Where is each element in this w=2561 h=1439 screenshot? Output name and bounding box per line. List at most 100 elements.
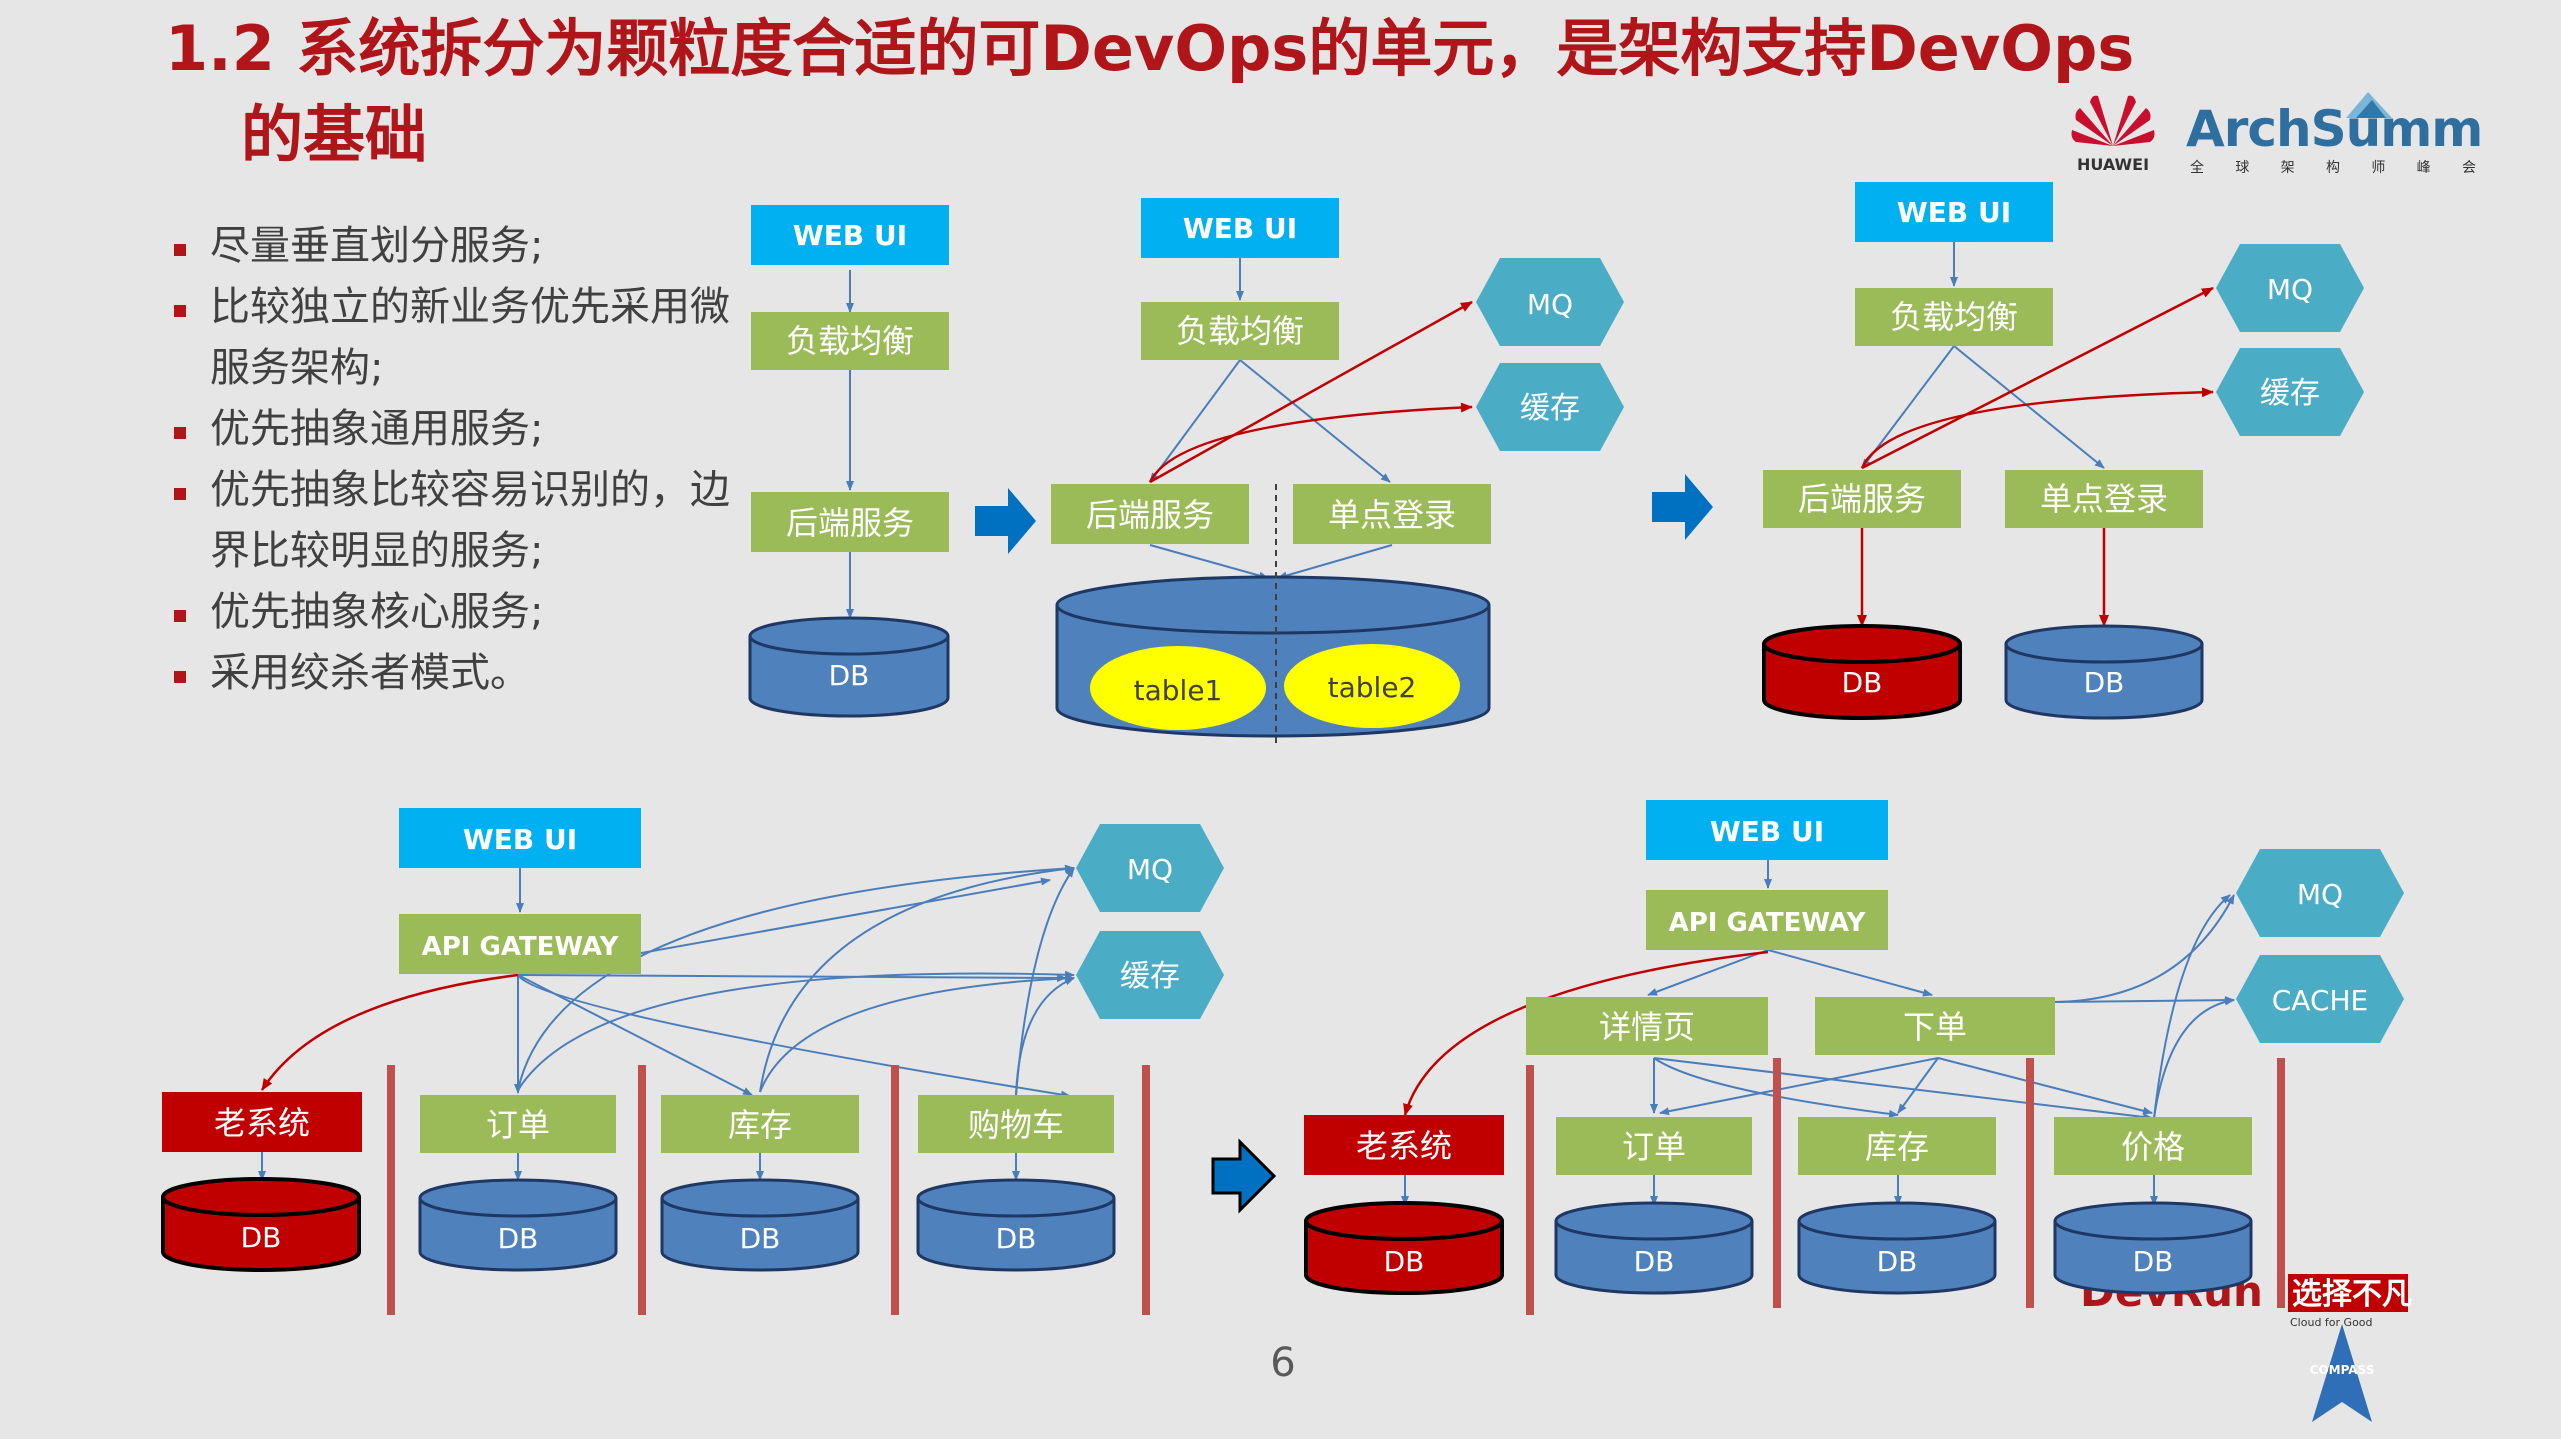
db-label: DB [1877, 1245, 1918, 1278]
price-service-box: 价格 [2054, 1117, 2252, 1175]
order-service-box: 订单 [1556, 1117, 1752, 1175]
bullet-item: 优先抽象核心服务; [170, 582, 730, 643]
mq-hexagon: MQ [2236, 849, 2404, 937]
backend-service-box: 后端服务 [1051, 484, 1249, 544]
arrow-right-icon [1652, 474, 1713, 540]
db-label: DB [829, 659, 870, 692]
diagram-strangler-stage-2: WEB UI API GATEWAY 详情页 下单 MQ CACHE [1304, 800, 2404, 1315]
slogan-subtitle: Cloud for Good [2290, 1316, 2373, 1329]
cache-label: 缓存 [1120, 959, 1180, 994]
web-ui-box: WEB UI [399, 808, 641, 868]
load-balancer-label: 负载均衡 [1176, 312, 1304, 350]
web-ui-label: WEB UI [1897, 196, 2011, 229]
stock-service-box: 库存 [661, 1095, 859, 1153]
mq-label: MQ [1127, 853, 1173, 886]
sso-box: 单点登录 [2005, 470, 2203, 528]
database-cylinder-legacy: DB [161, 1177, 361, 1272]
mq-label: MQ [2267, 273, 2313, 306]
mq-hexagon: MQ [1076, 824, 1224, 912]
service-divider [1142, 1065, 1150, 1315]
web-ui-box: WEB UI [1646, 800, 1888, 860]
cache-label: CACHE [2272, 984, 2369, 1017]
stock-service-box: 库存 [1798, 1117, 1996, 1175]
sso-label: 单点登录 [1328, 496, 1456, 534]
order-service-label: 订单 [486, 1106, 550, 1144]
database-cylinder: DB [748, 616, 950, 718]
table2-label: table2 [1328, 671, 1417, 704]
web-ui-box: WEB UI [1855, 182, 2053, 242]
mq-hexagon: MQ [2216, 244, 2364, 332]
bullet-item: 尽量垂直划分服务; [170, 216, 730, 277]
slogan-text: 选择不凡 [2292, 1277, 2412, 1312]
database-cylinder-stock: DB [1797, 1201, 1997, 1295]
cache-hexagon: CACHE [2236, 955, 2404, 1043]
service-divider [1526, 1065, 1534, 1315]
web-ui-label: WEB UI [463, 823, 577, 856]
web-ui-label: WEB UI [1710, 815, 1824, 848]
legacy-system-box: 老系统 [1304, 1115, 1504, 1175]
compass-text: COMPASS [2310, 1363, 2375, 1377]
db-label: DB [740, 1222, 781, 1255]
load-balancer-label: 负载均衡 [1890, 298, 2018, 336]
cache-hexagon: 缓存 [2216, 348, 2364, 436]
place-order-box: 下单 [1815, 997, 2055, 1055]
detail-page-label: 详情页 [1599, 1008, 1695, 1046]
legacy-system-box: 老系统 [162, 1092, 362, 1152]
database-cylinder-order: DB [418, 1178, 618, 1272]
order-service-label: 订单 [1622, 1128, 1686, 1166]
arrow-right-icon [1211, 1138, 1277, 1214]
backend-service-label: 后端服务 [1086, 496, 1214, 534]
web-ui-label: WEB UI [793, 219, 907, 252]
service-divider [1773, 1058, 1781, 1308]
cache-label: 缓存 [1520, 391, 1580, 426]
db-label: DB [241, 1221, 282, 1254]
compass-icon [2312, 1324, 2372, 1422]
cache-hexagon: 缓存 [1476, 363, 1624, 451]
title-line-1: 1.2 系统拆分为颗粒度合适的可DevOps的单元，是架构支持DevOps [165, 12, 2135, 85]
legacy-system-label: 老系统 [214, 1104, 310, 1142]
table1-label: table1 [1134, 674, 1223, 707]
backend-service-box: 后端服务 [751, 492, 949, 552]
database-cylinder-stock: DB [660, 1178, 860, 1272]
diagram-monolith: WEB UI 负载均衡 后端服务 DB [748, 205, 950, 718]
shared-database-cylinder: table1 table2 [1055, 575, 1491, 738]
cache-hexagon: 缓存 [1076, 931, 1224, 1019]
stock-service-label: 库存 [728, 1106, 792, 1144]
web-ui-label: WEB UI [1183, 212, 1297, 245]
api-gateway-box: API GATEWAY [1646, 890, 1888, 950]
detail-page-box: 详情页 [1526, 997, 1768, 1055]
database-cylinder-order: DB [1554, 1201, 1754, 1295]
database-cylinder-price: DB [2053, 1201, 2253, 1295]
database-cylinder-sso: DB [2004, 624, 2204, 720]
title-line-2: 的基础 [241, 98, 428, 171]
archsummit-wordmark: ArchSummit [2186, 100, 2486, 158]
load-balancer-box: 负载均衡 [1855, 288, 2053, 346]
database-cylinder-legacy: DB [1304, 1201, 1504, 1295]
archsummit-logo: ArchSummit 全 球 架 构 师 峰 会 [2186, 92, 2486, 176]
huawei-wordmark: HUAWEI [2077, 155, 2149, 174]
sso-label: 单点登录 [2040, 480, 2168, 518]
bullet-item: 采用绞杀者模式。 [170, 643, 730, 704]
slide-title: 1.2 系统拆分为颗粒度合适的可DevOps的单元，是架构支持DevOps 的基… [165, 6, 2465, 178]
load-balancer-label: 负载均衡 [786, 322, 914, 360]
backend-service-label: 后端服务 [1798, 480, 1926, 518]
mq-label: MQ [1527, 288, 1573, 321]
table1-shape [1090, 646, 1266, 730]
bullet-item: 优先抽象比较容易识别的，边界比较明显的服务; [170, 460, 730, 582]
place-order-label: 下单 [1903, 1008, 1967, 1046]
backend-service-label: 后端服务 [786, 504, 914, 542]
table2-shape [1284, 644, 1460, 728]
service-divider [2026, 1058, 2034, 1308]
load-balancer-box: 负载均衡 [751, 312, 949, 370]
api-gateway-label: API GATEWAY [1669, 908, 1867, 938]
db-label: DB [1384, 1245, 1425, 1278]
api-gateway-box: API GATEWAY [399, 914, 641, 974]
mq-label: MQ [2297, 878, 2343, 911]
diagram-split-services: WEB UI 负载均衡 后端服务 单点登录 MQ 缓存 [1051, 198, 1624, 745]
api-gateway-label: API GATEWAY [422, 932, 620, 962]
legacy-system-label: 老系统 [1356, 1127, 1452, 1165]
backend-service-box: 后端服务 [1763, 470, 1961, 528]
service-divider [891, 1065, 899, 1315]
db-label: DB [1842, 666, 1883, 699]
